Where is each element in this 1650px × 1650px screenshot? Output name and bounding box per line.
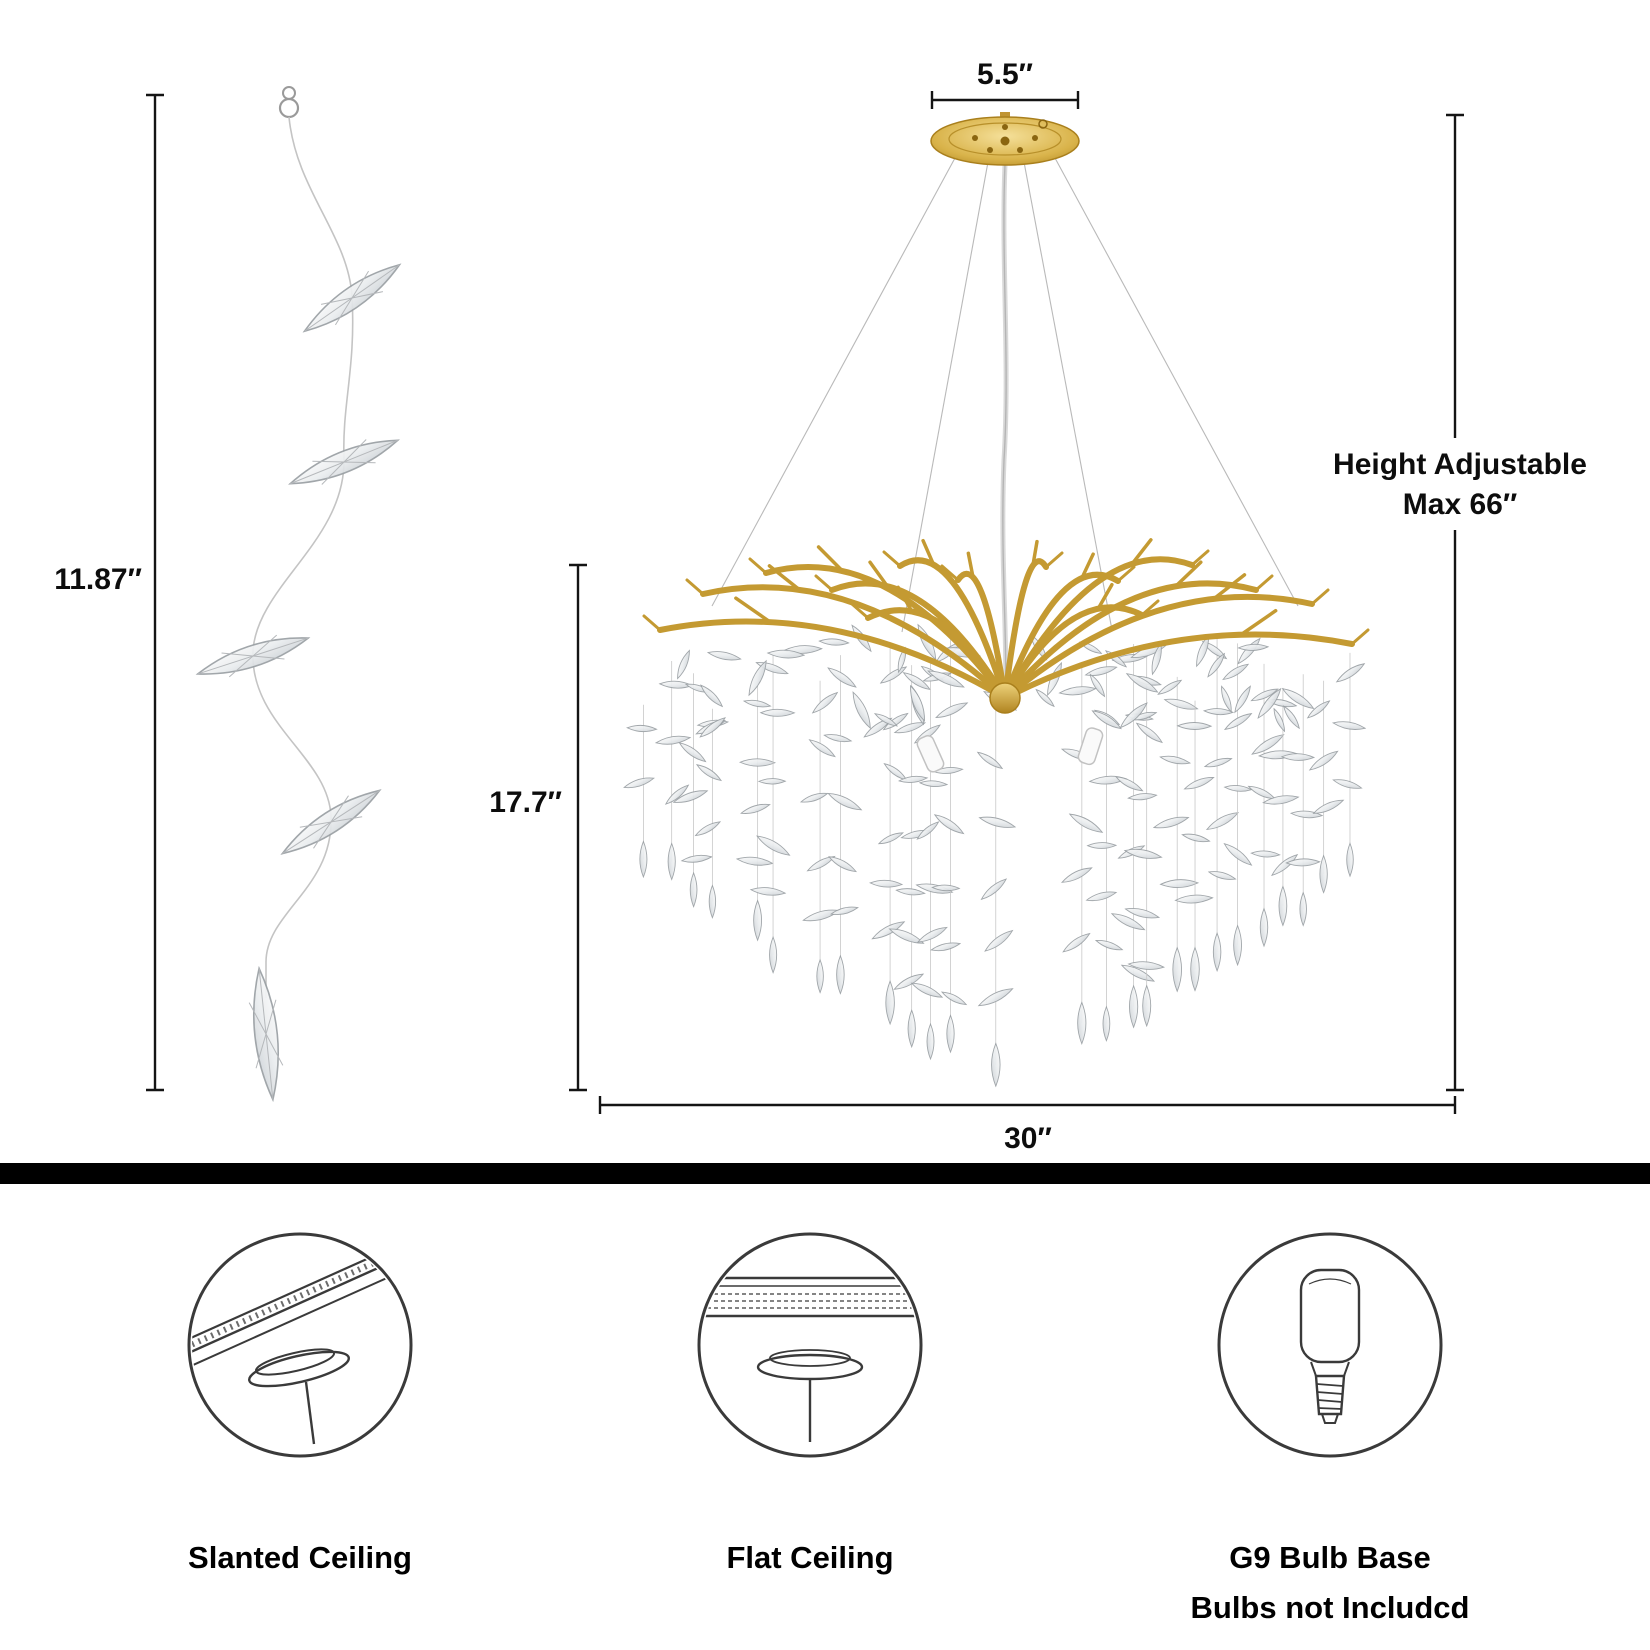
flat-ceiling-icon <box>697 1232 923 1458</box>
body-height-dimension: 17.7″ <box>489 563 587 1092</box>
slanted-ceiling-icon <box>187 1232 413 1458</box>
bulb-socket <box>1077 727 1104 766</box>
crystal-cloud <box>623 623 1367 1088</box>
feature-flat-ceiling: Flat Ceiling <box>630 1228 990 1583</box>
strand-top-loop-icon <box>282 86 296 100</box>
chandelier-art <box>623 112 1370 1088</box>
strand-height-label: 11.87″ <box>54 563 142 596</box>
height-adjustable-label-line2: Max 66″ <box>1403 488 1517 521</box>
strand-wire <box>252 116 354 998</box>
body-height-label: 17.7″ <box>489 786 562 819</box>
feature-label: Slanted Ceiling <box>188 1540 412 1575</box>
canopy-width-label: 5.5″ <box>977 58 1033 91</box>
feature-label: G9 Bulb Base Bulbs not Includcd <box>1150 1533 1510 1632</box>
feature-g9-bulb: G9 Bulb Base Bulbs not Includcd <box>1150 1228 1510 1632</box>
ceiling-canopy <box>930 112 1080 166</box>
feature-label-line2: Bulbs not Includcd <box>1190 1589 1470 1625</box>
strand-height-dimension: 11.87″ <box>54 93 164 1092</box>
height-adjustable-label-line1: Height Adjustable <box>1333 448 1587 481</box>
g9-bulb-icon <box>1217 1232 1443 1458</box>
feature-label-line1: G9 Bulb Base <box>1229 1540 1431 1575</box>
feature-slanted-ceiling: Slanted Ceiling <box>120 1228 480 1583</box>
chandelier-hub <box>916 682 1104 773</box>
canopy-width-dimension: 5.5″ <box>930 58 1080 109</box>
strand-hook-icon <box>278 97 300 119</box>
feature-label: Flat Ceiling <box>726 1540 894 1575</box>
bulb-socket <box>916 735 945 773</box>
strand-crystals <box>195 263 402 1103</box>
crystal-strand-art <box>195 86 402 1103</box>
suspension-wires <box>711 157 1299 633</box>
gold-branches <box>642 538 1370 701</box>
section-divider <box>0 1163 1650 1184</box>
height-adjustable-dimension: Height Adjustable Max 66″ <box>1318 113 1604 1092</box>
center-cord-edge <box>1002 163 1007 701</box>
body-width-label: 30″ <box>1004 1122 1052 1155</box>
dimension-diagram: 11.87″ <box>54 58 1604 1155</box>
body-width-dimension: 30″ <box>598 1096 1457 1155</box>
